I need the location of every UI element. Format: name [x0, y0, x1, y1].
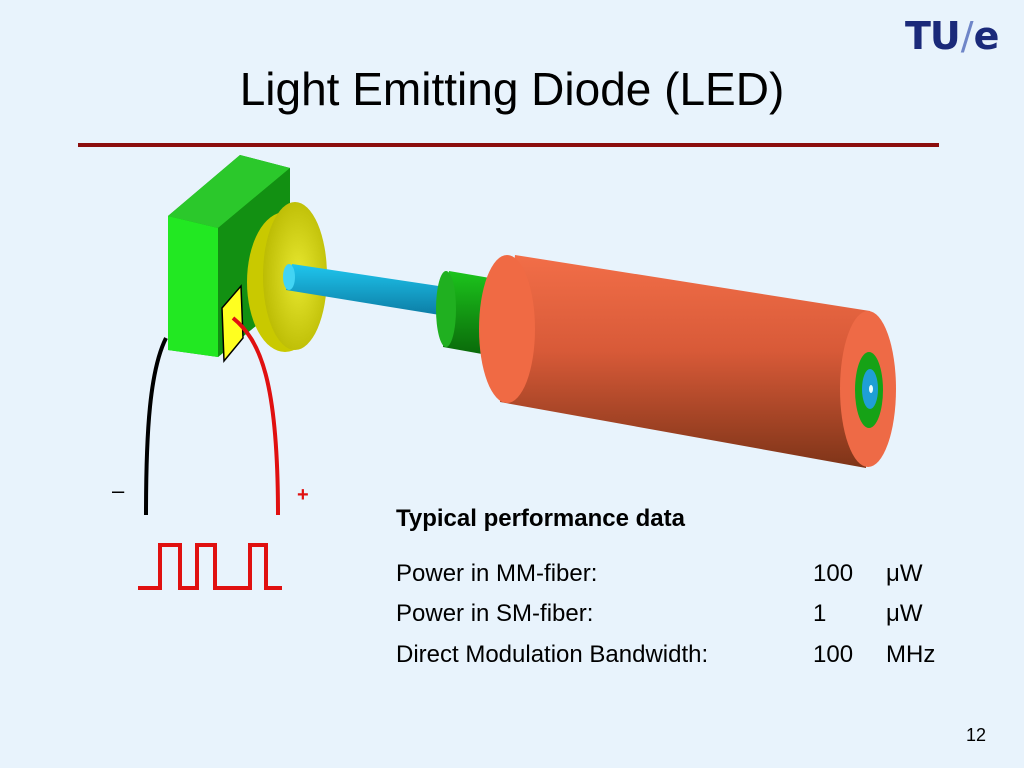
- row-label: Power in SM-fiber:: [396, 600, 594, 627]
- tue-logo: TU/e: [905, 14, 1000, 58]
- plus-wire: [231, 316, 280, 516]
- modulation-pulse-train: [138, 543, 282, 590]
- row-unit: μW: [886, 560, 923, 587]
- title-divider: [78, 143, 939, 147]
- fiber-jacket: [479, 255, 896, 468]
- page-number: 12: [966, 725, 987, 745]
- performance-heading: Typical performance data: [396, 505, 685, 532]
- fiber-end-face: [855, 352, 883, 428]
- logo-slash: /: [960, 14, 974, 58]
- row-unit: μW: [886, 600, 923, 627]
- row-value: 100: [813, 560, 854, 587]
- plus-label: +: [297, 484, 309, 506]
- ferrule: [436, 271, 490, 354]
- row-value: 1: [813, 600, 827, 627]
- slide-title: Light Emitting Diode (LED): [239, 63, 785, 115]
- minus-label: –: [112, 478, 125, 503]
- row-value: 100: [813, 641, 854, 668]
- fiber-core: [283, 264, 452, 316]
- row-unit: MHz: [886, 641, 936, 668]
- logo-tu: TU: [905, 14, 961, 58]
- row-label: Direct Modulation Bandwidth:: [396, 641, 709, 668]
- minus-wire: [144, 337, 168, 516]
- logo-e: e: [973, 14, 1000, 58]
- row-label: Power in MM-fiber:: [396, 560, 598, 587]
- led-chip: [221, 284, 244, 363]
